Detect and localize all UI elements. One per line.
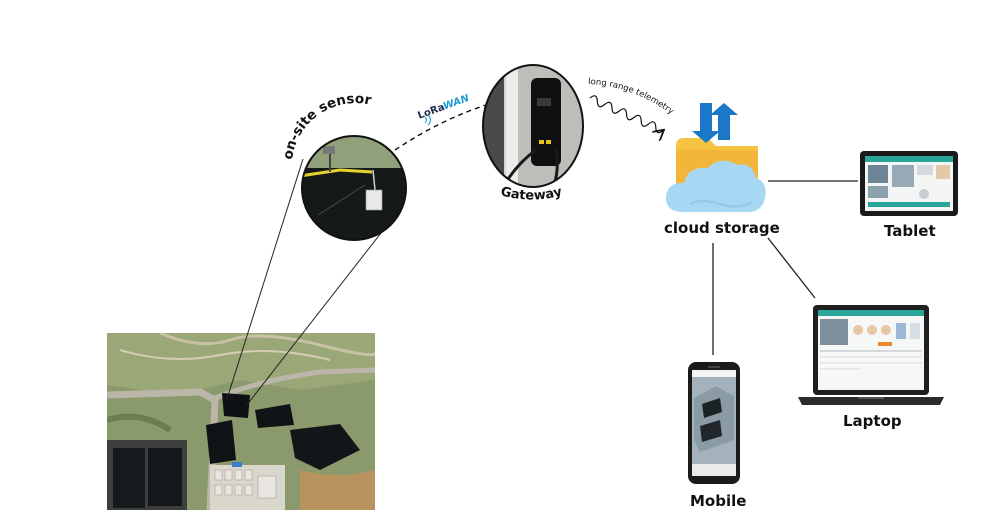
- laptop-label: Laptop: [843, 412, 902, 430]
- gateway-label: Gateway: [499, 184, 564, 203]
- radio-waves-icon: [424, 114, 432, 126]
- laptop-icon: [798, 305, 944, 405]
- link-cloud-laptop: [767, 237, 816, 299]
- aerial-site-photo: [107, 333, 375, 510]
- tablet-label: Tablet: [884, 222, 936, 240]
- tablet-icon: [860, 151, 958, 216]
- mobile-phone-icon: [688, 362, 740, 484]
- svg-text:WAN: WAN: [442, 93, 472, 113]
- zoom-line-right: [245, 205, 403, 407]
- lorawan-link: [394, 104, 487, 151]
- cloud-storage-icon: [665, 103, 766, 212]
- telemetry-label: long range telemetry: [588, 77, 676, 117]
- cloud-storage-label: cloud storage: [664, 219, 780, 237]
- mobile-label: Mobile: [690, 492, 747, 510]
- sensor-photo: [301, 135, 407, 241]
- telemetry-wave: [589, 95, 664, 134]
- gateway-photo: [482, 64, 584, 188]
- zoom-line-left: [225, 158, 304, 403]
